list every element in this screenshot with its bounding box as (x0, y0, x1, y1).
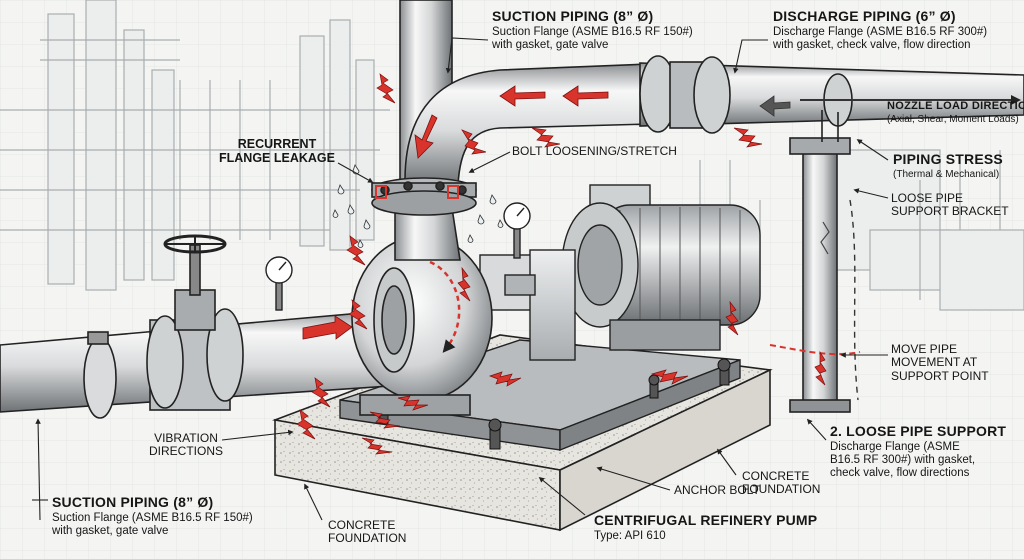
pump-type: Type: API 610 (594, 529, 666, 542)
label-flange-leakage: RECURRENT FLANGE LEAKAGE (212, 137, 342, 165)
move-line-2: MOVEMENT AT (891, 355, 978, 370)
bearing-frame (479, 249, 576, 361)
leak-line-1: RECURRENT (237, 137, 317, 151)
leak-line-2: FLANGE LEAKAGE (219, 151, 335, 165)
vibration-markers (296, 73, 827, 455)
motor (561, 184, 761, 351)
suction-top-desc-1: Suction Flange (ASME B16.5 RF 150#) (492, 25, 693, 38)
pump-title: CENTRIFUGAL REFINERY PUMP (594, 512, 818, 528)
discharge-pipe (399, 0, 1024, 186)
suction-bottom-desc-2: with gasket, gate valve (52, 524, 169, 537)
suction-top-desc-2: with gasket, gate valve (492, 38, 609, 51)
label-suction-bottom: SUCTION PIPING (8” Ø) Suction Flange (AS… (52, 494, 253, 538)
label-pump: CENTRIFUGAL REFINERY PUMP Type: API 610 (594, 512, 817, 543)
concrete-left-2: FOUNDATION (328, 531, 407, 546)
suction-top-title: SUCTION PIPING (8” Ø) (492, 8, 654, 24)
leaking-flange (371, 177, 477, 216)
flow-arrows (302, 85, 791, 340)
discharge-title: DISCHARGE PIPING (6” Ø) (773, 8, 956, 24)
suction-bottom-desc-1: Suction Flange (ASME B16.5 RF 150#) (52, 511, 253, 524)
label-concrete-left: CONCRETE FOUNDATION (328, 518, 407, 546)
vib-line-1: VIBRATION (154, 431, 218, 445)
loose-desc-3: check valve, flow directions (830, 466, 970, 479)
concrete-right-1: CONCRETE (742, 469, 810, 483)
label-anchor-bolt: ANCHOR BOLT (674, 483, 760, 497)
label-piping-stress: PIPING STRESS (Thermal & Mechanical) (893, 151, 1003, 180)
anchor-text: ANCHOR BOLT (674, 483, 760, 497)
bracket-line-2: SUPPORT BRACKET (891, 204, 1009, 219)
label-pipe-movement: MOVE PIPE MOVEMENT AT SUPPORT POINT (891, 342, 989, 383)
nozzle-title: NOZZLE LOAD DIRECTION (887, 100, 1024, 112)
rotation-arrow (429, 260, 461, 353)
leader-lines (32, 37, 889, 521)
pressure-gauge-suction (265, 256, 293, 311)
label-support-bracket: LOOSE PIPE SUPPORT BRACKET (891, 191, 1009, 219)
pressure-gauge-discharge (503, 202, 531, 259)
loose-title: 2. LOOSE PIPE SUPPORT (830, 423, 1007, 439)
suction-bottom-title: SUCTION PIPING (8” Ø) (52, 494, 214, 510)
pipe-support-column (789, 110, 851, 413)
nozzle-desc: (Axial, Shear, Moment Loads) (887, 113, 1019, 125)
movement-path (769, 344, 861, 356)
label-suction-top: SUCTION PIPING (8” Ø) Suction Flange (AS… (492, 8, 693, 52)
discharge-desc-1: Discharge Flange (ASME B16.5 RF 300#) (773, 25, 988, 38)
stress-title: PIPING STRESS (893, 151, 1003, 167)
move-line-1: MOVE PIPE (891, 342, 958, 356)
label-vibration: VIBRATION DIRECTIONS (140, 431, 232, 459)
bolt-text: BOLT LOOSENING/STRETCH (512, 144, 677, 158)
loose-desc-2: B16.5 RF 300#) with gasket, (830, 453, 976, 466)
discharge-desc-2: with gasket, check valve, flow direction (773, 38, 971, 51)
concrete-left-1: CONCRETE (328, 518, 396, 532)
displaced-pipe-outline (849, 199, 859, 401)
gate-valve (163, 234, 227, 331)
concrete-right-2: FOUNDATION (742, 482, 821, 497)
label-concrete-right: CONCRETE FOUNDATION (742, 469, 821, 497)
vib-line-2: DIRECTIONS (148, 444, 223, 459)
label-bolt-loosening: BOLT LOOSENING/STRETCH (512, 144, 677, 158)
label-discharge: DISCHARGE PIPING (6” Ø) Discharge Flange… (773, 8, 987, 52)
loose-desc-1: Discharge Flange (ASME (830, 440, 960, 453)
label-loose-support: 2. LOOSE PIPE SUPPORT Discharge Flange (… (830, 423, 1006, 480)
bracket-line-1: LOOSE PIPE (891, 191, 964, 205)
stress-desc: (Thermal & Mechanical) (893, 168, 1000, 180)
label-nozzle-load: NOZZLE LOAD DIRECTION (Axial, Shear, Mom… (887, 96, 1024, 125)
move-line-3: SUPPORT POINT (891, 368, 989, 383)
background-refinery (0, 0, 1024, 311)
